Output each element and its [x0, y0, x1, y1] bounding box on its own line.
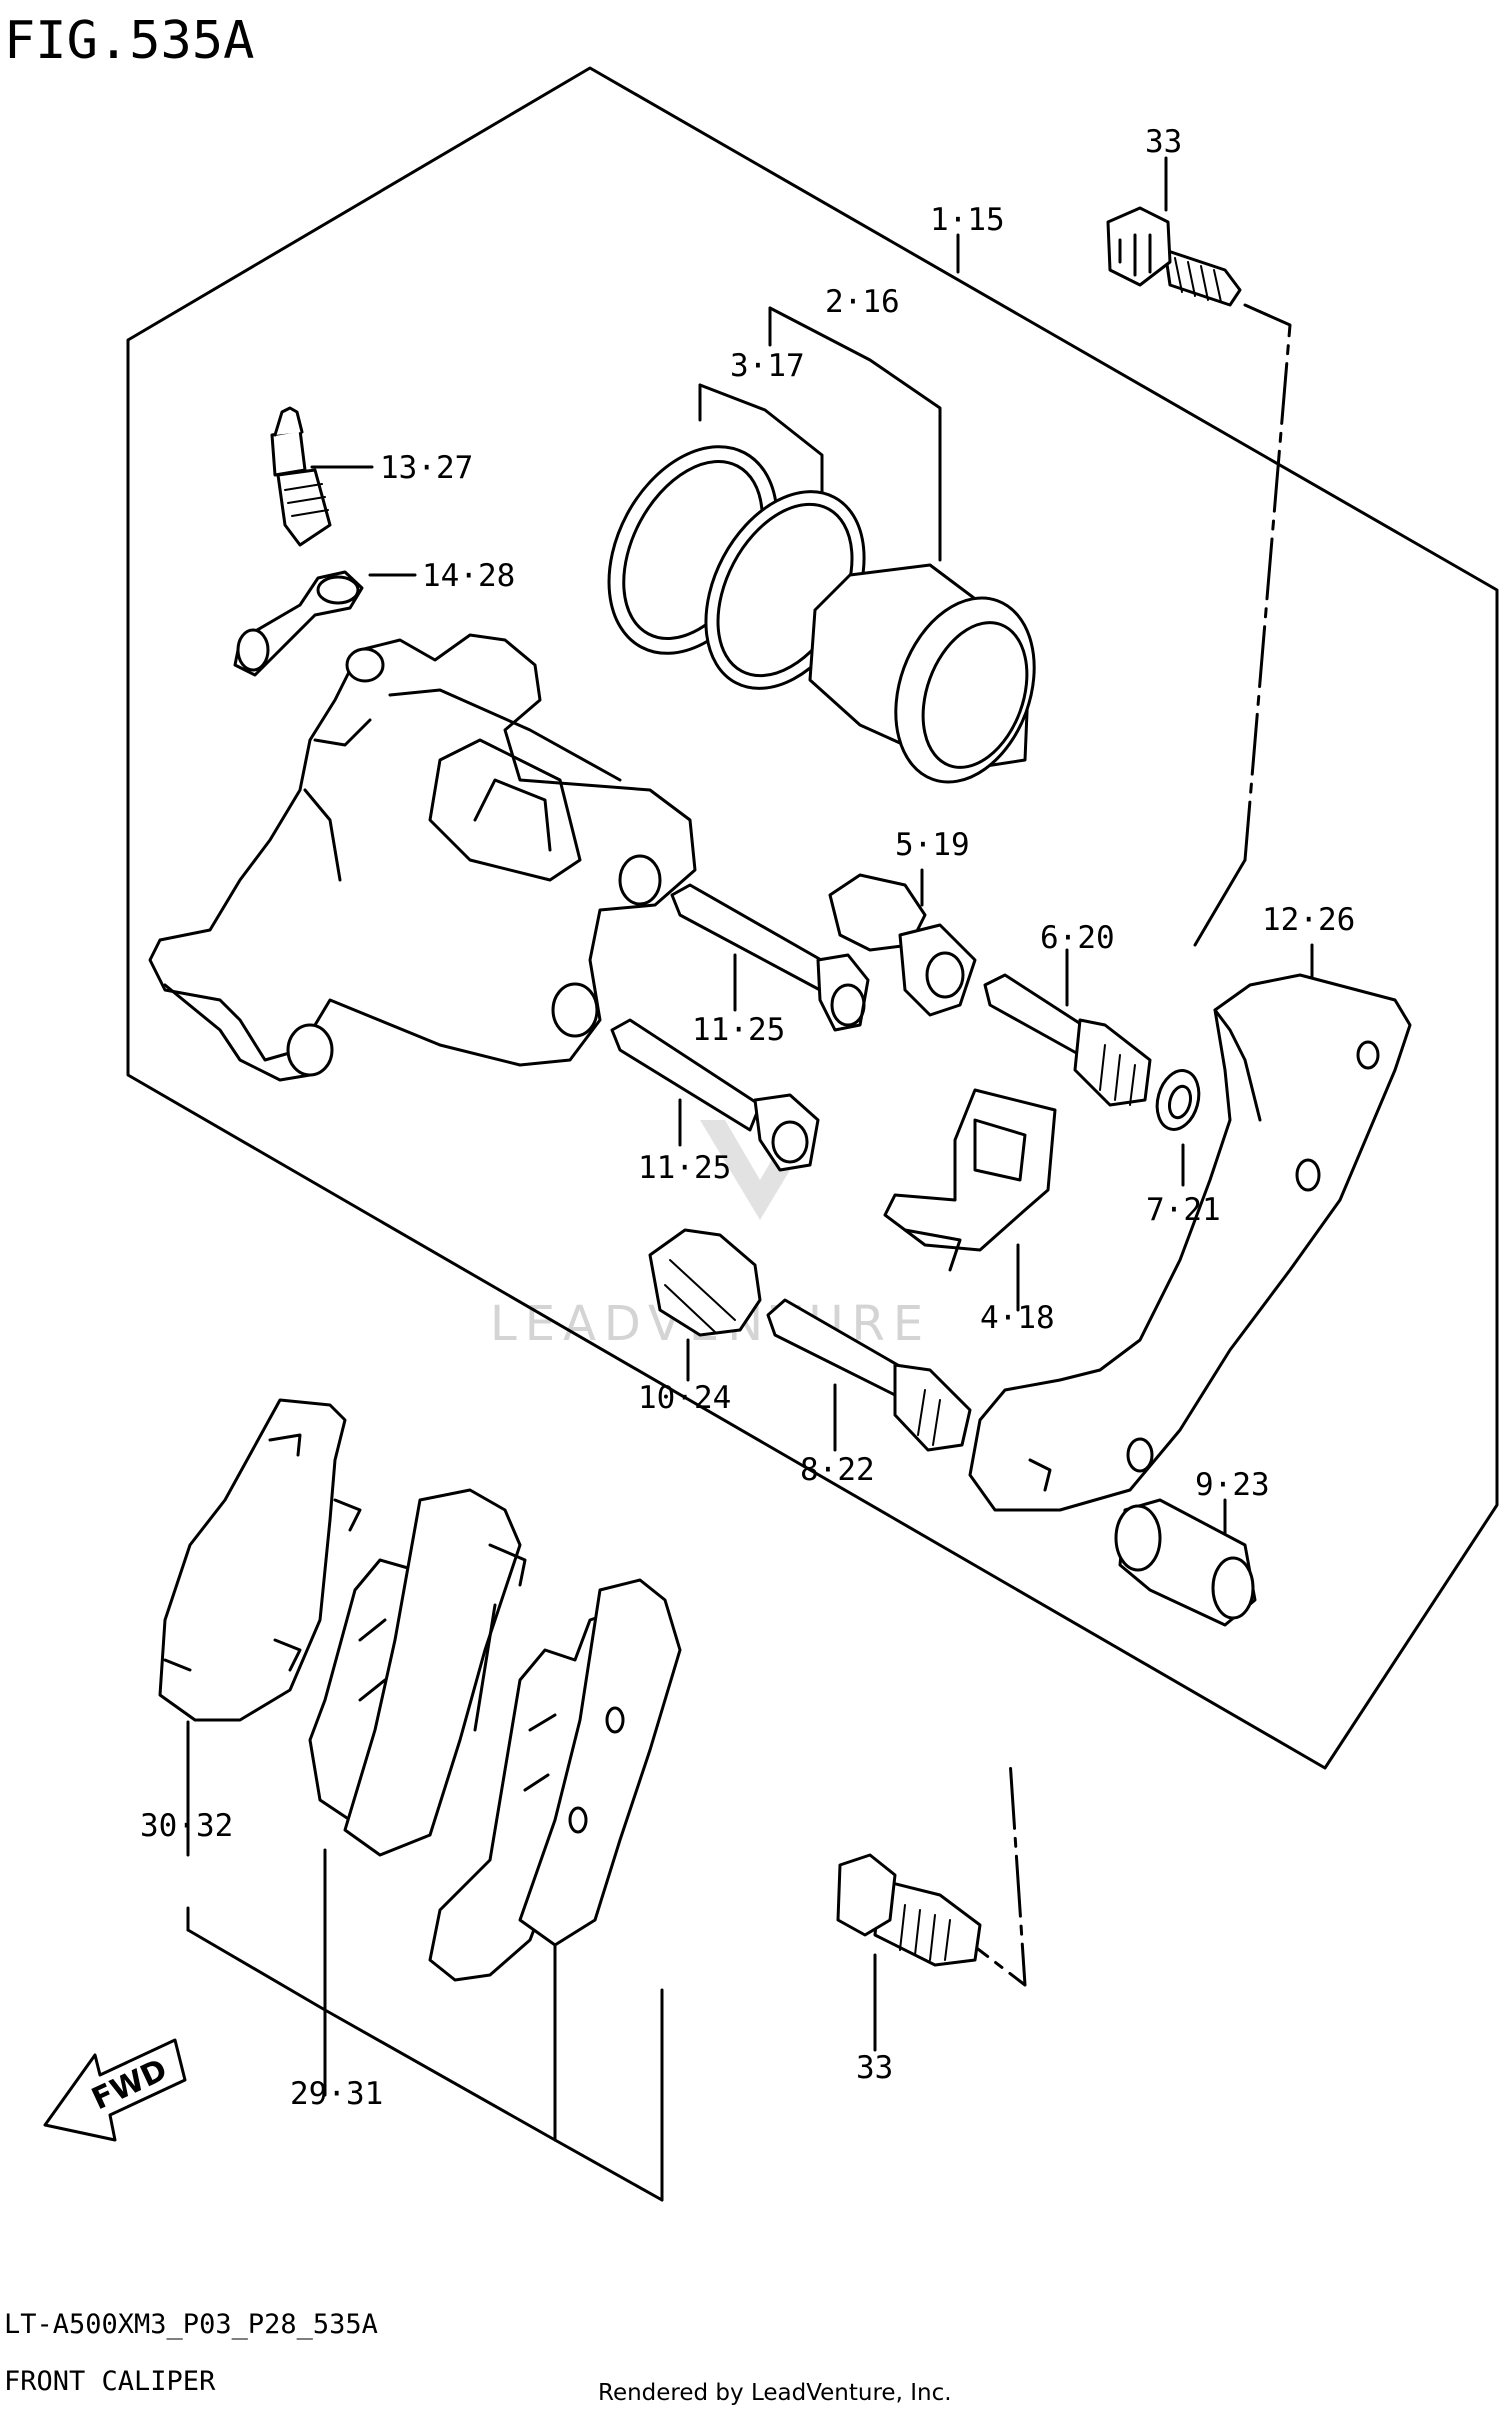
callout-6-20: 6·20 — [1040, 920, 1115, 956]
pin-boot — [648, 1228, 762, 1337]
flange-bolt-top — [1106, 206, 1242, 307]
callout-9-23: 9·23 — [1195, 1467, 1270, 1503]
callout-4-18: 4·18 — [980, 1300, 1055, 1336]
callout-33-top: 33 — [1145, 124, 1182, 160]
caliper-body — [148, 633, 697, 1082]
caliper-bracket — [968, 973, 1412, 1512]
callout-14-28: 14·28 — [422, 558, 515, 594]
fwd-direction-badge: FWD — [43, 2038, 187, 2142]
figure-caption: FRONT CALIPER — [4, 2366, 216, 2397]
bracket-pin-lower — [766, 1298, 972, 1452]
assembly-outline — [126, 66, 1499, 1770]
pin-washer — [1155, 1069, 1201, 1131]
bracket-bushing — [1114, 1498, 1257, 1627]
flange-bolt-bottom — [836, 1853, 982, 1967]
callout-labels: 33 1·15 2·16 3·17 13·27 14·28 5·19 6·20 … — [140, 124, 1355, 2112]
bleeder-cap — [233, 570, 364, 677]
callout-11-25-b: 11·25 — [638, 1150, 731, 1186]
callout-1-15: 1·15 — [930, 202, 1005, 238]
figure-title: FIG.535A — [4, 11, 254, 71]
piston — [808, 563, 1036, 784]
model-code: LT-A500XM3_P03_P28_535A — [4, 2309, 378, 2340]
callout-2-16: 2·16 — [825, 284, 900, 320]
callout-13-27: 13·27 — [380, 450, 473, 486]
callout-5-19: 5·19 — [895, 827, 970, 863]
callout-33-bottom: 33 — [856, 2050, 893, 2086]
callout-7-21: 7·21 — [1146, 1192, 1221, 1228]
leader-lines — [186, 156, 1314, 2202]
callout-8-22: 8·22 — [800, 1452, 875, 1488]
callout-10-24: 10·24 — [638, 1380, 731, 1416]
caliper-slide-pin-upper — [670, 883, 870, 1032]
caliper-pin-boot — [828, 873, 977, 1017]
brake-pad-inner-shim — [308, 1488, 527, 1857]
brake-pad-outer — [158, 1398, 362, 1722]
callout-11-25-a: 11·25 — [692, 1012, 785, 1048]
bracket-pin-upper — [983, 973, 1152, 1107]
bleeder-screw — [270, 406, 332, 547]
pad-spring — [883, 1088, 1057, 1272]
callout-30-32: 30·32 — [140, 1808, 233, 1844]
callout-29-31: 29·31 — [290, 2076, 383, 2112]
render-credit: Rendered by LeadVenture, Inc. — [598, 2380, 952, 2406]
brake-pad-inner-shim-2 — [428, 1578, 682, 1982]
caliper-slide-pin-lower — [610, 1018, 820, 1172]
callout-3-17: 3·17 — [730, 348, 805, 384]
callout-12-26: 12·26 — [1262, 902, 1355, 938]
